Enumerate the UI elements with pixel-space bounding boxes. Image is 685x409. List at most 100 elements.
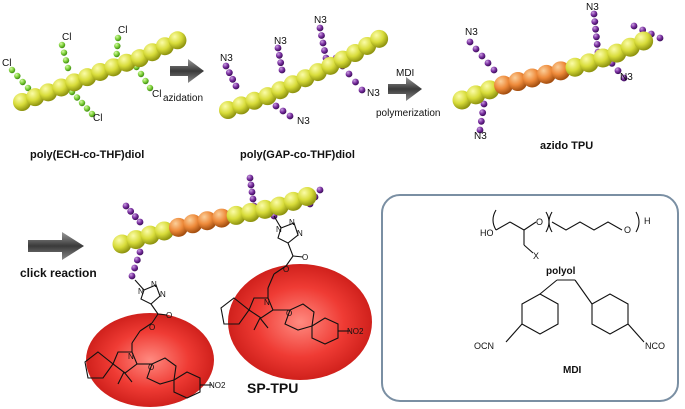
triazole-n: N [151,280,157,289]
azide-bead [249,195,257,203]
polyol-bead [370,29,389,48]
azide-bead [477,117,485,125]
spiropyran-unit-right: N N N O O N O NO2 [220,215,364,345]
azide-bead [472,45,480,53]
chloro-bead [83,105,91,112]
azide-bead [358,86,366,94]
polyol-h: H [644,216,651,226]
azide-bead [490,66,498,74]
azide-bead [345,70,353,78]
azide-label: N3 [314,15,327,26]
legend-box: HO X O O H polyol OCN N [381,194,679,402]
azide-label: N3 [474,131,487,142]
azide-label: N3 [220,53,233,64]
azide-bead [277,59,285,67]
chloro-bead [14,72,21,80]
mdi-nco: NCO [645,341,665,351]
polyol-structure: HO X O O H polyol [480,209,651,277]
arrow-label-azidation: azidation [163,93,203,104]
azide-bead [136,248,144,256]
azide-bead [620,74,628,82]
mdi-label: MDI [563,365,582,376]
polyol-bead [168,31,187,50]
azide-label: N3 [586,2,599,13]
triazole-n: N [138,287,144,296]
chloro-label: Cl [118,25,127,36]
mdi-bead [551,61,571,81]
caption-sp-tpu: SP-TPU [247,380,298,396]
chain-sp-tpu [112,174,324,280]
azide-bead [127,207,135,215]
chloro-bead [114,34,122,42]
chloro-bead [113,50,120,58]
azide-bead [131,213,139,221]
azide-bead [466,38,474,46]
azide-bead [128,272,136,280]
azide-bead [630,22,638,30]
chloro-label: Cl [93,113,102,124]
triazole-n: N [289,218,295,227]
chloro-bead [8,66,16,74]
spiropyran-domain-right [228,264,372,380]
azide-bead [593,41,601,48]
caption-gap: poly(GAP-co-THF)diol [240,149,355,161]
azide-bead [286,112,294,120]
azide-bead [480,100,488,108]
chloro-labels: Cl Cl Cl Cl Cl [2,25,161,124]
azide-bead [592,25,599,33]
azide-bead [316,24,324,32]
azide-bead [225,69,233,77]
mdi-bead [212,208,232,228]
azide-bead [318,32,325,39]
chloro-bead [146,84,154,92]
azidation-arrow: azidation [163,59,204,104]
azide-bead [590,10,598,18]
azide-bead [272,102,280,110]
chain-gap [219,24,389,120]
chloro-bead [64,64,72,72]
polyol-bead [154,221,174,241]
mdi-bead [522,68,542,88]
polyol-o: O [536,217,543,227]
pyran-o: O [148,363,154,372]
azide-label: N3 [297,116,310,127]
mdi-ocn: OCN [474,341,494,351]
ester-o: O [283,265,289,274]
azide-bead [591,18,599,25]
azide-bead [136,218,144,226]
azide-bead [232,82,240,90]
carbonyl-o: O [166,311,172,320]
carbonyl-o: O [302,253,308,262]
azide-bead [275,51,283,59]
pyran-o: O [286,309,292,318]
caption-azido-tpu: azido TPU [540,140,593,152]
azide-bead [222,62,230,70]
polyol-bead [297,187,317,207]
azide-label: N3 [465,27,478,38]
polyol-ho: HO [480,228,494,238]
azide-bead [321,47,328,54]
azide-bead [133,256,141,264]
triazole-n: N [276,225,282,234]
mdi-structure: OCN NCO MDI [474,279,665,376]
chloro-bead [19,78,26,86]
arrow-label-click: click reaction [20,266,97,280]
chain-precursor [8,31,187,118]
polyol-x: X [533,251,539,261]
azide-bead [122,202,130,210]
nitro-group: NO2 [347,327,364,336]
azide-bead [229,75,237,83]
chloro-bead [137,70,145,78]
azide-bead [352,78,359,86]
legend-frame [381,194,679,402]
chloro-label: Cl [152,89,161,100]
azide-bead [247,181,255,189]
chloro-bead [78,99,86,107]
triazole-n: N [160,290,166,299]
chloro-bead [73,94,81,101]
azide-label: N3 [274,36,287,47]
azide-bead [656,34,664,42]
polyol-bead [226,205,246,225]
azide-labels-tpu: N3 N3 N3 N3 [465,2,633,142]
